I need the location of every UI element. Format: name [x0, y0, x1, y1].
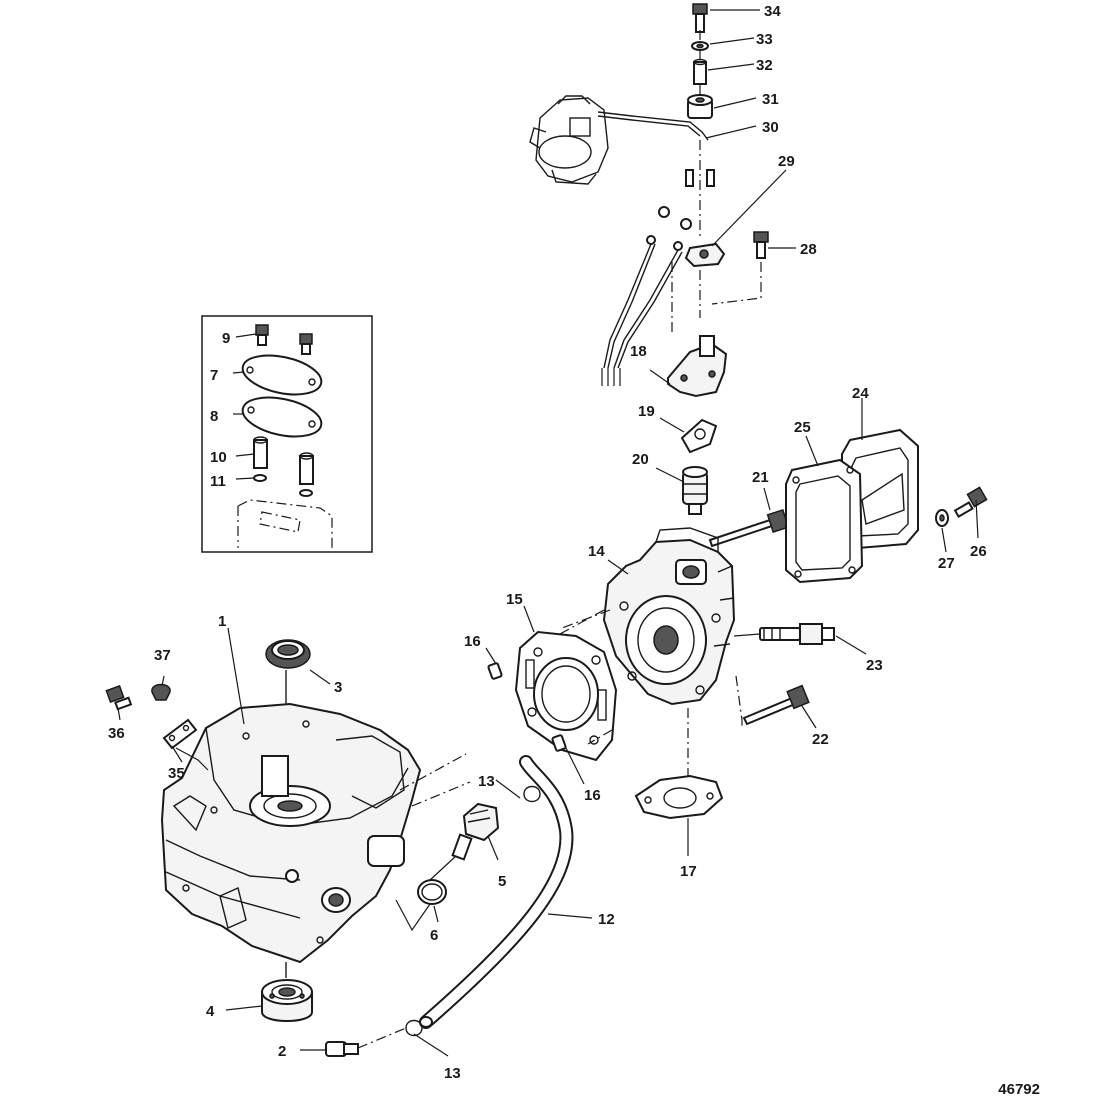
- callout-35: 35: [168, 765, 185, 782]
- link-rod-30: [597, 111, 709, 141]
- bushing-31: [687, 94, 713, 119]
- callout-15: 15: [506, 591, 523, 608]
- throttle-cable-a: [603, 243, 652, 369]
- head-gasket-15: [514, 630, 618, 762]
- callout-7: 7: [210, 367, 218, 384]
- throttle-cam-29: [684, 242, 726, 268]
- inset-sleeve-left: [253, 439, 268, 469]
- seal-3: [265, 639, 311, 669]
- head-centerlines: [561, 609, 743, 726]
- screw-28: [753, 231, 769, 259]
- screw-28-centerline: [711, 262, 762, 305]
- callout-16-upper: 16: [464, 633, 481, 650]
- callout-9: 9: [222, 330, 230, 347]
- callout-2: 2: [278, 1043, 286, 1060]
- inset-cover-plate: [241, 354, 323, 396]
- dowel-pin-16-upper: [487, 662, 503, 680]
- callout-26: 26: [970, 543, 987, 560]
- callout-29: 29: [778, 153, 795, 170]
- cable-end-upper-right: [680, 218, 692, 230]
- cylinder-head-group: [487, 428, 988, 820]
- callout-3: 3: [334, 679, 342, 696]
- callout-11: 11: [210, 473, 226, 490]
- clamp-13-upper: [523, 785, 541, 803]
- inset-phantom-housing: [237, 499, 333, 548]
- callout-24: 24: [852, 385, 869, 402]
- dowel-pin-16-lower: [551, 734, 567, 752]
- bracket-18: [667, 335, 728, 398]
- fill-cap-5: [451, 802, 500, 861]
- bracket-35: [162, 718, 198, 750]
- inset-detail-box: [201, 315, 373, 553]
- callout-25: 25: [794, 419, 811, 436]
- callout-13-lower: 13: [444, 1065, 461, 1082]
- gasket-19: [680, 418, 718, 454]
- ferrule-left: [685, 169, 694, 187]
- clip-37: [151, 683, 171, 701]
- cable-end-upper-left: [658, 206, 670, 218]
- callout-20: 20: [632, 451, 649, 468]
- spark-plug-23: [733, 623, 835, 645]
- gasket-25: [785, 458, 864, 584]
- bolt-26: [953, 486, 988, 518]
- inset-oring-right: [299, 489, 313, 497]
- callout-12: 12: [598, 911, 615, 928]
- callout-17: 17: [680, 863, 697, 880]
- screw-36: [105, 685, 133, 711]
- throttle-cable-b: [613, 249, 679, 369]
- callout-18: 18: [630, 343, 647, 360]
- bolt-22: [742, 684, 810, 726]
- clamp-13-lower: [405, 1019, 423, 1037]
- callout-27: 27: [938, 555, 955, 572]
- callout-13-upper: 13: [478, 773, 495, 790]
- callout-8: 8: [210, 408, 218, 425]
- callout-4: 4: [206, 1003, 215, 1020]
- callout-33: 33: [756, 31, 773, 48]
- spacer-32: [693, 61, 707, 85]
- bearing-4: [261, 979, 313, 1022]
- callout-37: 37: [154, 647, 171, 664]
- carburetor-outline: [529, 95, 609, 185]
- leader-lines: [117, 9, 979, 1057]
- ferrule-right: [706, 169, 715, 187]
- callout-16-lower: 16: [584, 787, 601, 804]
- callout-34: 34: [764, 3, 781, 20]
- throttle-linkage-group: [529, 3, 769, 454]
- outlet-cover-17: [634, 774, 724, 820]
- inset-gasket: [241, 396, 323, 438]
- callout-19: 19: [638, 403, 655, 420]
- inset-oring-left: [253, 474, 267, 482]
- callout-32: 32: [756, 57, 773, 74]
- figure-number: 46792: [998, 1081, 1040, 1098]
- inset-screw-left: [255, 324, 269, 346]
- callout-6: 6: [430, 927, 438, 944]
- crankcase-group: [105, 639, 500, 1057]
- bolt-21: [708, 509, 790, 548]
- callout-31: 31: [762, 91, 779, 108]
- callout-22: 22: [812, 731, 829, 748]
- callout-14: 14: [588, 543, 605, 560]
- callout-5: 5: [498, 873, 506, 890]
- cylinder-head-14: [602, 527, 736, 706]
- thermostat-20: [682, 466, 708, 515]
- callout-36: 36: [108, 725, 125, 742]
- bolt-34: [692, 3, 708, 33]
- fitting-2: [325, 1041, 359, 1057]
- callout-10: 10: [210, 449, 227, 466]
- callout-21: 21: [752, 469, 769, 486]
- crankcase-1: [160, 702, 422, 964]
- callout-labels: 1 2 3 4 5 6 7 8 9 10 11 12 13 13 14 15 1…: [108, 3, 987, 1082]
- inset-screw-right: [299, 333, 313, 355]
- callout-28: 28: [800, 241, 817, 258]
- inset-sleeve-right: [299, 455, 314, 485]
- callout-1: 1: [218, 613, 226, 630]
- callout-30: 30: [762, 119, 779, 136]
- callout-23: 23: [866, 657, 883, 674]
